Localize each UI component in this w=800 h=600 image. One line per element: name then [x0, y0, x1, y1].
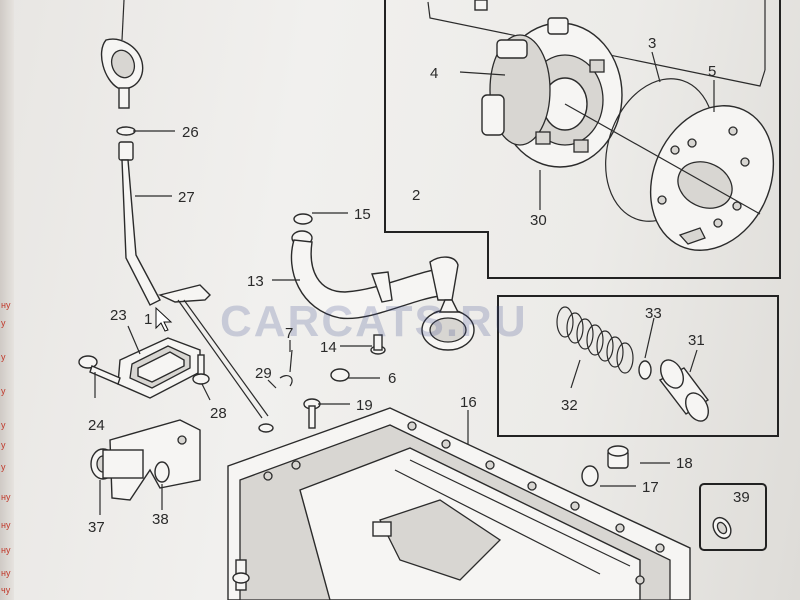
oil-pump-body	[481, 17, 623, 168]
callout-29: 29	[255, 365, 272, 382]
relief-valve-inset-box	[497, 295, 779, 437]
bolt-24	[78, 355, 121, 385]
browser-left-edge: у у у у у у ну ну ну ну ну чу	[0, 0, 14, 600]
pump-bolt	[474, 0, 488, 11]
callout-5: 5	[708, 63, 716, 80]
callout-23: 23	[110, 307, 127, 324]
callout-31: 31	[688, 332, 705, 349]
callout-27: 27	[178, 189, 195, 206]
callout-32: 32	[561, 397, 578, 414]
relief-valve-seal	[638, 360, 652, 380]
callout-6: 6	[388, 370, 396, 387]
bolt-14	[370, 334, 386, 355]
seal-6	[330, 368, 350, 382]
oil-pan	[227, 407, 691, 600]
callout-4: 4	[430, 65, 438, 82]
callout-16: 16	[460, 394, 477, 411]
edge-mark: ну	[1, 545, 11, 555]
callout-1: 1	[144, 311, 152, 328]
edge-mark: у	[1, 352, 6, 362]
callout-17: 17	[642, 479, 659, 496]
callout-15: 15	[354, 206, 371, 223]
pump-cover-plate	[649, 105, 775, 251]
watermark: CARCATS.RU	[220, 297, 528, 346]
edge-mark: ну	[1, 300, 11, 310]
callout-13: 13	[247, 273, 264, 290]
relief-valve-spring	[556, 306, 634, 374]
bracket-37	[90, 419, 201, 501]
edge-mark: у	[1, 386, 6, 396]
clip-29	[279, 374, 293, 387]
leader-lines	[94, 51, 715, 515]
callout-3: 3	[648, 35, 656, 52]
callout-24: 24	[88, 417, 105, 434]
edge-mark: чу	[1, 585, 11, 595]
callout-30: 30	[530, 212, 547, 229]
drain-seal-17	[581, 465, 599, 487]
gasket-23	[117, 337, 201, 399]
pump-axis-line	[564, 103, 761, 215]
edge-mark: ну	[1, 520, 11, 530]
callout-33: 33	[645, 305, 662, 322]
edge-mark: у	[1, 420, 6, 430]
mouse-cursor-icon	[155, 306, 173, 332]
bolt-19	[303, 398, 321, 429]
edge-mark: у	[1, 318, 6, 328]
edge-mark: у	[1, 440, 6, 450]
callout-39: 39	[733, 489, 750, 506]
callout-19: 19	[356, 397, 373, 414]
callout-labels: 26 27 23 1 24 28 37 38 29 7 19 16 15 13 …	[88, 35, 750, 536]
edge-mark: у	[1, 462, 6, 472]
washer-38	[154, 461, 170, 483]
callout-2: 2	[412, 187, 420, 204]
callout-38: 38	[152, 511, 169, 528]
callout-28: 28	[210, 405, 227, 422]
callout-37: 37	[88, 519, 105, 536]
edge-mark: ну	[1, 492, 11, 502]
dipstick-assembly	[100, 0, 274, 433]
seal-box-39	[699, 483, 767, 551]
oil-pickup-tube	[290, 213, 475, 351]
callout-18: 18	[676, 455, 693, 472]
edge-mark: ну	[1, 568, 11, 578]
callout-7: 7	[285, 325, 293, 342]
callout-14: 14	[320, 339, 337, 356]
drain-plug-18	[607, 445, 629, 469]
relief-valve-piston	[658, 359, 710, 422]
bolt-28	[192, 354, 210, 385]
callout-26: 26	[182, 124, 199, 141]
